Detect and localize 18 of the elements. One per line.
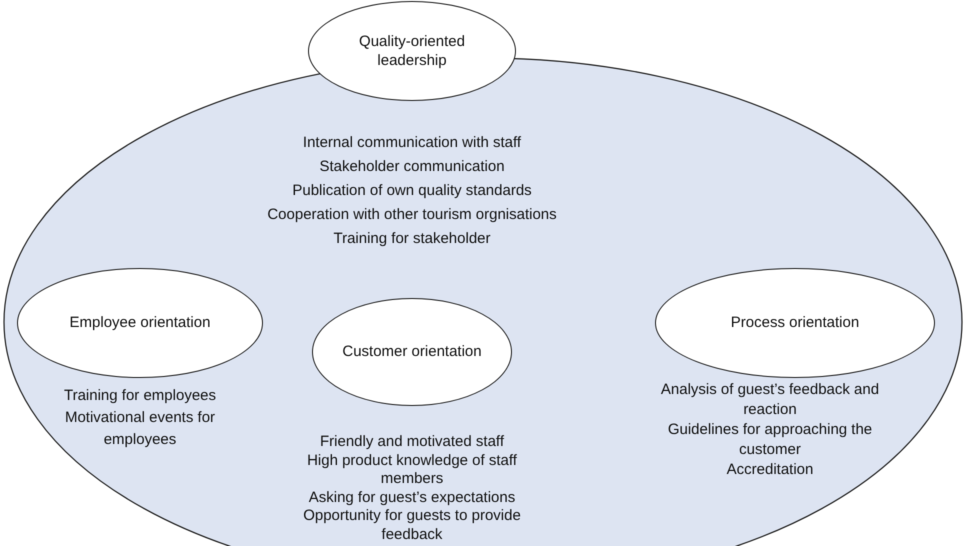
item-text: Training for stakeholder bbox=[332, 229, 492, 249]
node-label: Employee orientation bbox=[68, 313, 212, 333]
item-text: Opportunity for guests to provide feedback bbox=[302, 507, 522, 544]
item-text: Analysis of guest’s feedback and reaction bbox=[660, 380, 880, 420]
item-text: Accreditation bbox=[726, 460, 814, 480]
item-text: High product knowledge of staff members bbox=[306, 452, 518, 488]
item-text: Friendly and motivated staff bbox=[319, 433, 505, 452]
item-text: Motivational events for employees bbox=[64, 408, 216, 450]
item-text: Internal communication with staff bbox=[302, 133, 522, 153]
item-text: Asking for guest’s expectations bbox=[308, 488, 516, 507]
item-text: Training for employees bbox=[62, 386, 217, 406]
item-text: Cooperation with other tourism orgnisations bbox=[266, 205, 558, 225]
item-text: Stakeholder communication bbox=[318, 157, 506, 177]
item-text: Guidelines for approaching the customer bbox=[666, 420, 874, 460]
item-text: Publication of own quality standards bbox=[291, 181, 533, 201]
node-label: Process orientation bbox=[730, 313, 860, 333]
node-label: Customer orientation bbox=[341, 342, 483, 362]
node-label: Quality-oriented leadership bbox=[358, 32, 466, 70]
